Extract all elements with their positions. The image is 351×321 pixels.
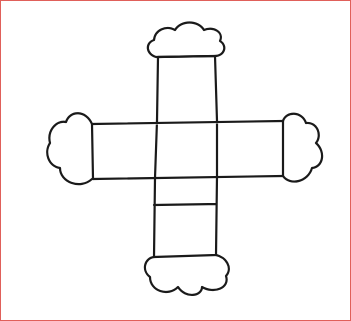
- right-cloud-cap: [283, 114, 322, 182]
- bottom-cloud-cap: [145, 255, 229, 295]
- left-arm: [92, 124, 93, 179]
- top-cloud-cap: [148, 23, 224, 58]
- top-arm: [157, 56, 217, 121]
- bottom-arm: [154, 176, 217, 257]
- left-cloud-cap: [47, 113, 92, 184]
- center-square: [92, 121, 283, 179]
